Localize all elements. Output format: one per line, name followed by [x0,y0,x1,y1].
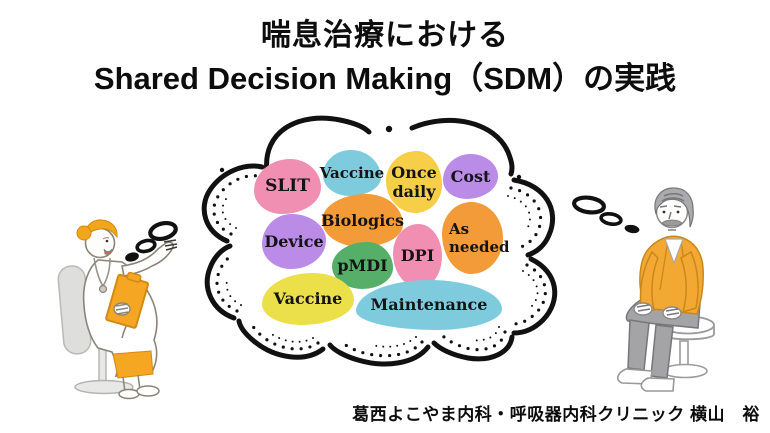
topic-label: pMDI [337,255,388,275]
topic-blob-vaccine-top: Vaccine [319,150,385,196]
topic-label: Vaccine [319,164,385,182]
patient-arms [639,250,699,314]
topic-label: Maintenance [370,295,488,315]
topic-blob-vaccine-bottom: Vaccine [262,273,354,325]
doctor-face [102,237,113,255]
topic-label: DPI [400,246,435,266]
topic-label: Vaccine [273,289,343,309]
topic-label: Device [264,231,324,251]
doctor-hand [163,239,178,251]
thought-trail-right-icon [572,195,640,234]
topic-blob-as-needed: As needed [442,202,510,274]
doctor-hand-on-clipboard [113,302,131,316]
topic-label: Cost [450,166,491,186]
patient-shoes [617,368,675,392]
stethoscope-icon [93,257,111,294]
topic-blob-device: Device [262,214,326,269]
topic-blob-biologics: Biologics [320,194,405,247]
topic-label: SLIT [265,176,310,197]
patient-hands [633,302,682,320]
patient-hair [654,187,694,228]
slide-title-line1: 喘息治療における [261,19,509,52]
patient-shirt [664,238,684,265]
topic-blob-slit: SLIT [254,159,321,214]
topic-label: Biologics [320,210,405,230]
topic-blob-cost: Cost [443,154,498,199]
thought-trail-left-icon [125,220,178,262]
slide-title: 喘息治療における Shared Decision Making（SDM）の実践 [0,14,770,99]
doctor-with-clipboard-icon [57,219,178,400]
thought-cloud-icon [201,115,558,367]
topic-blob-once-daily: Once daily [386,151,442,213]
topic-blob-dpi: DPI [393,224,442,288]
topic-label: As needed [449,220,510,256]
topic-label: Once daily [391,162,437,201]
doctor-hair [84,219,118,241]
topic-blob-maintenance: Maintenance [356,280,502,330]
doctor-arm [121,241,174,277]
slide-title-line2: Shared Decision Making（SDM）の実践 [93,60,677,96]
doctor-hair-bun [76,225,92,241]
elderly-patient-icon [617,187,715,392]
office-chair [57,265,134,395]
clipboard-icon [105,271,150,329]
patient-face [659,205,683,231]
clinic-credit: 葛西よこやま内科・呼吸器内科クリニック 横山 裕 [352,405,760,424]
doctor-skirt [112,350,154,379]
